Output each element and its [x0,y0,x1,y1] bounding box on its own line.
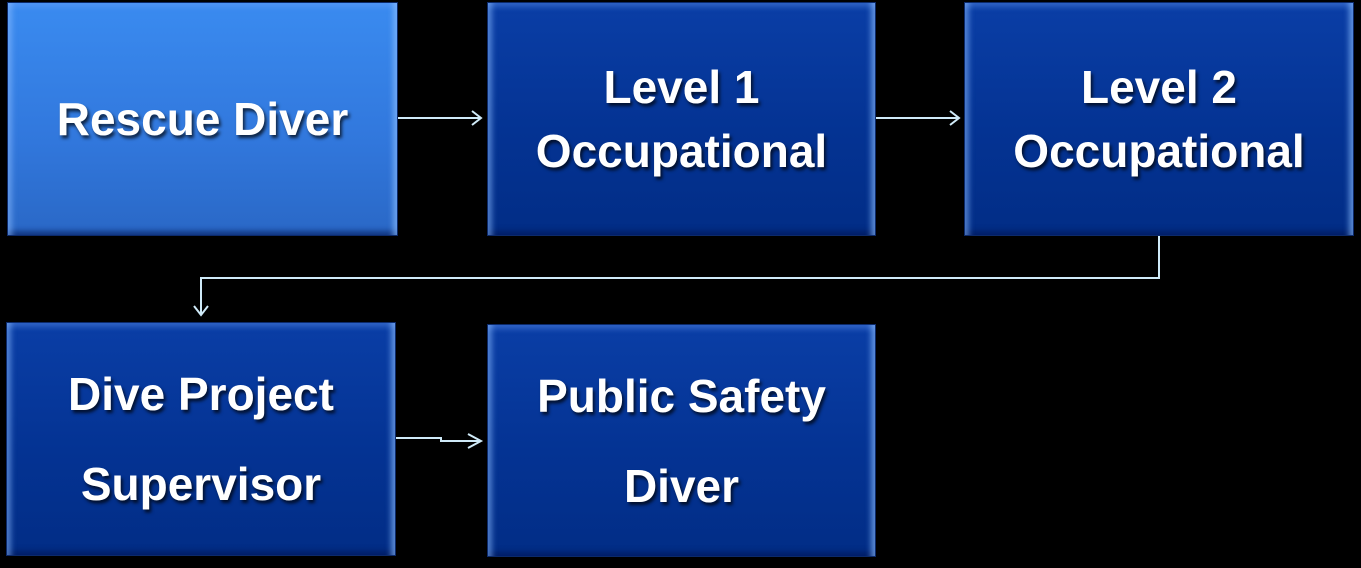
arrowhead-icon [467,433,484,449]
node-label: Public Safety Diver [537,369,826,512]
arrowhead-icon [471,110,483,126]
node-label: Rescue Diver [56,93,349,145]
node-public-safety-diver: Public Safety Diver [487,324,876,557]
node-dive-project-supervisor: Dive Project Supervisor [6,322,396,556]
node-rescue-diver: Rescue Diver [7,2,398,236]
node-label: Level 1 Occupational [535,61,828,177]
arrowhead-icon [193,305,209,317]
node-label: Dive Project Supervisor [68,368,334,510]
edge-supervisor-to-publicsafety [396,437,480,442]
node-level2-occupational: Level 2 Occupational [964,2,1354,236]
arrowhead-icon [949,110,961,126]
node-level1-occupational: Level 1 Occupational [487,2,876,236]
node-label: Level 2 Occupational [1013,61,1305,177]
edge-level2-to-supervisor [200,236,1160,314]
